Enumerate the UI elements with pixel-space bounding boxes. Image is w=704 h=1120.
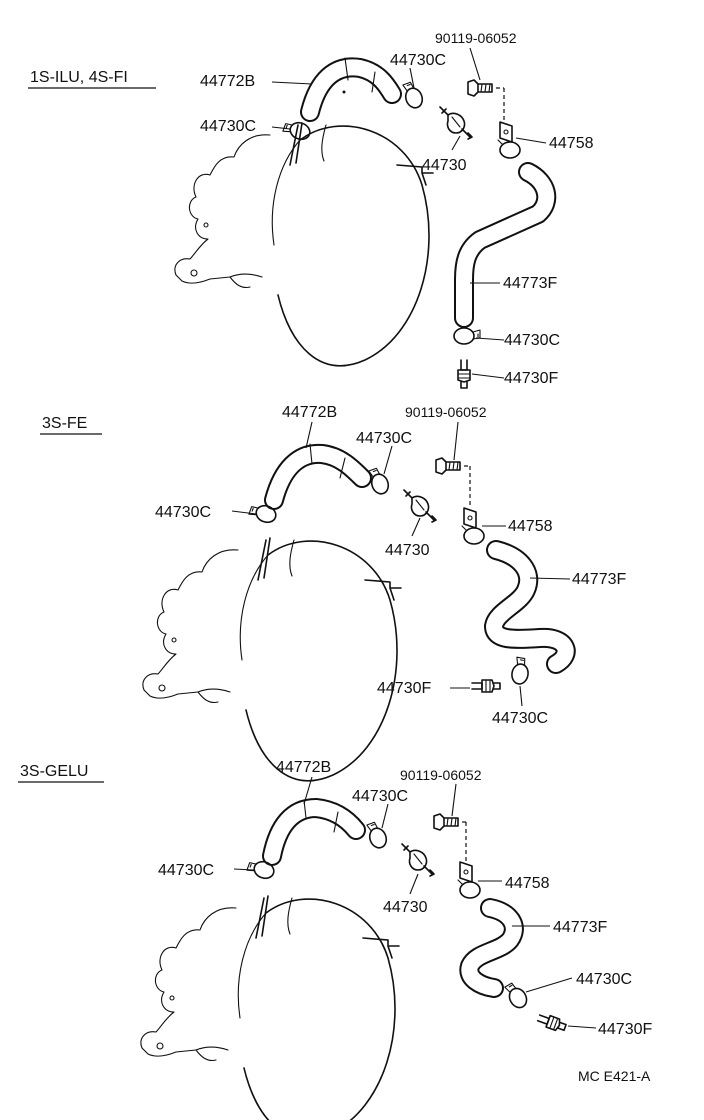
check-valve-icon [401, 843, 435, 877]
label-44773F: 44773F [553, 919, 607, 936]
label-44730: 44730 [385, 542, 430, 559]
brake-booster-icon [140, 895, 400, 1120]
bolt-icon [435, 457, 461, 475]
section-3-title: 3S-GELU [20, 763, 88, 780]
union-fitting-icon [471, 679, 501, 693]
union-fitting-icon [457, 359, 471, 389]
bolt-icon [467, 79, 493, 97]
check-valve-icon [439, 106, 473, 140]
bracket-icon [457, 861, 481, 899]
upper-hose-icon [264, 443, 372, 510]
label-44730C-lower: 44730C [492, 710, 548, 727]
bolt-icon [433, 813, 459, 831]
label-90119-06052: 90119-06052 [405, 404, 487, 420]
label-44772B: 44772B [282, 404, 337, 421]
lower-hose-icon [454, 162, 557, 328]
label-44758: 44758 [505, 875, 550, 892]
label-44730F: 44730F [504, 370, 558, 387]
label-44730C-left: 44730C [200, 118, 256, 135]
section-1-title: 1S-ILU, 4S-FI [30, 69, 128, 86]
clamp-icon [364, 819, 390, 851]
label-44773F: 44773F [572, 571, 626, 588]
lower-hose-icon [484, 540, 576, 674]
diagram-code: MC E421-A [578, 1068, 651, 1084]
label-44730F: 44730F [598, 1021, 652, 1038]
upper-hose-icon [262, 798, 366, 866]
label-44730C-top: 44730C [390, 52, 446, 69]
label-44730F: 44730F [377, 680, 431, 697]
section-2-title: 3S-FE [42, 415, 87, 432]
lower-clamp-icon [502, 979, 531, 1012]
label-44758: 44758 [549, 135, 594, 152]
label-44772B: 44772B [200, 73, 255, 90]
label-90119-06052: 90119-06052 [435, 30, 517, 46]
brake-booster-icon [174, 122, 434, 367]
section-3: 3S-GELU 44772B 90119-06052 4 [18, 759, 652, 1120]
label-44773F: 44773F [503, 275, 557, 292]
bracket-icon [461, 507, 485, 545]
label-44730: 44730 [383, 899, 428, 916]
bracket-icon [497, 121, 521, 159]
lower-clamp-icon [453, 327, 481, 345]
upper-hose-icon [300, 57, 402, 122]
label-90119-06052: 90119-06052 [400, 767, 482, 783]
section-1: 1S-ILU, 4S-FI [28, 30, 594, 389]
label-44758: 44758 [508, 518, 553, 535]
label-44772B: 44772B [276, 759, 331, 776]
label-44730C-left: 44730C [155, 504, 211, 521]
union-fitting-icon [535, 1011, 568, 1034]
check-valve-icon [403, 489, 437, 523]
label-44730C-lower: 44730C [504, 332, 560, 349]
label-44730C-left: 44730C [158, 862, 214, 879]
label-44730C-top: 44730C [356, 430, 412, 447]
lower-clamp-icon [509, 656, 532, 687]
section-2: 3S-FE 44772B 90119-06052 447 [40, 404, 626, 782]
brake-booster-icon [142, 537, 402, 782]
label-44730C-top: 44730C [352, 788, 408, 805]
label-44730: 44730 [422, 157, 467, 174]
label-44730C-lower: 44730C [576, 971, 632, 988]
lower-hose-icon [459, 898, 524, 998]
